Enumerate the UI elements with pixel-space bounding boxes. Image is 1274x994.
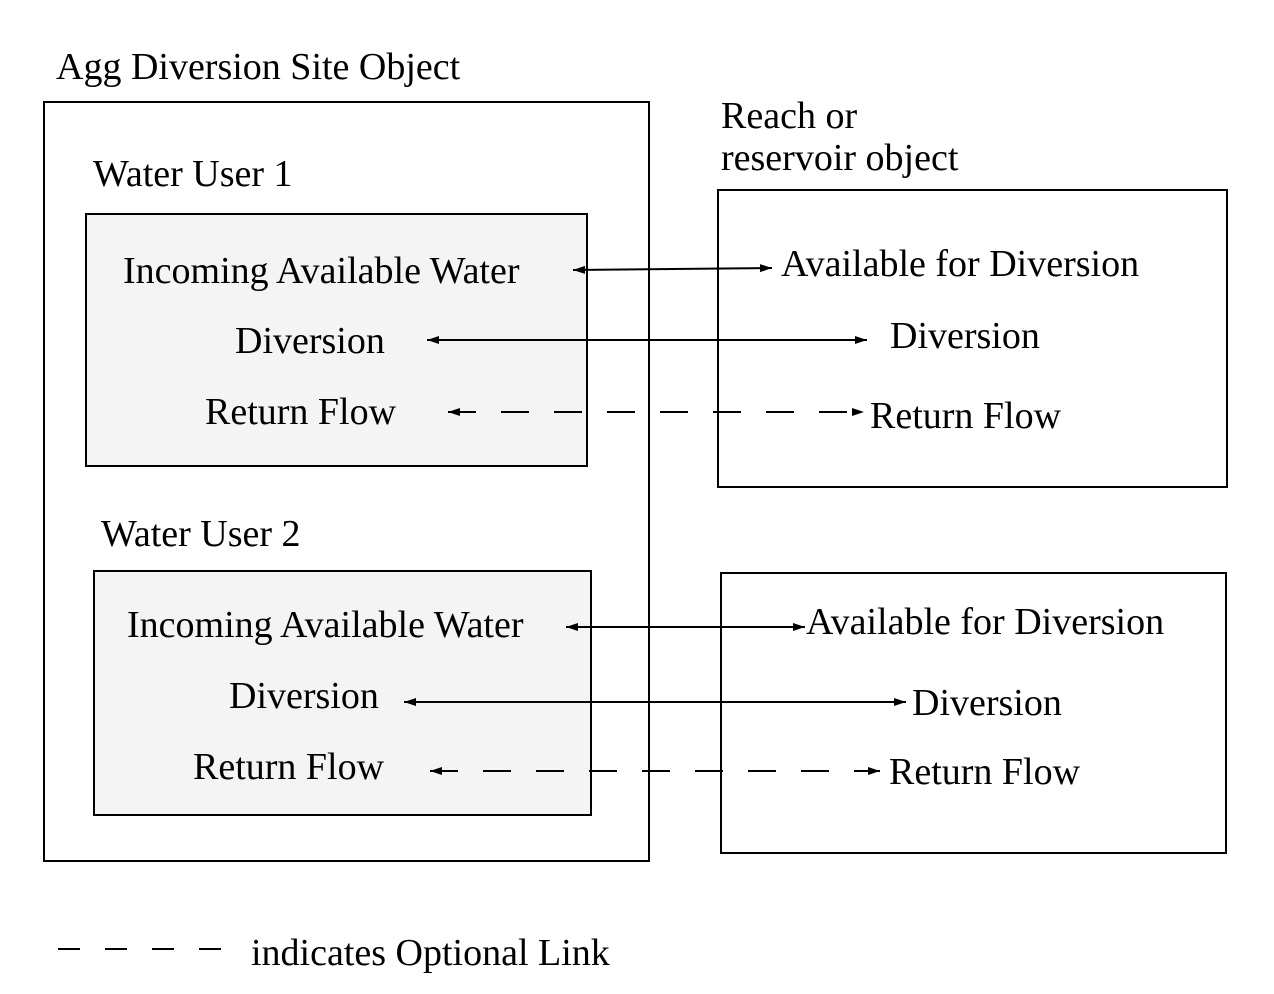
wu2-return-flow-slot: Return Flow: [193, 746, 385, 788]
reach2-return-flow-slot: Return Flow: [889, 751, 1081, 793]
wu1-incoming-slot: Incoming Available Water: [123, 250, 520, 292]
water-user-2-title: Water User 2: [101, 513, 301, 555]
reach-title-line2: reservoir object: [721, 137, 959, 179]
wu1-return-flow-slot: Return Flow: [205, 391, 397, 433]
reach-object-box-2: [720, 572, 1227, 854]
wu1-available-link: [572, 264, 773, 274]
wu2-incoming-slot: Incoming Available Water: [127, 604, 524, 646]
wu1-diversion-slot: Diversion: [235, 320, 385, 362]
wu2-diversion-slot: Diversion: [229, 675, 379, 717]
reach2-available-slot: Available for Diversion: [806, 601, 1165, 643]
reach1-available-slot: Available for Diversion: [781, 243, 1140, 285]
water-user-1-title: Water User 1: [93, 153, 293, 195]
reach-title-line1: Reach or: [721, 95, 858, 137]
legend-text: indicates Optional Link: [251, 932, 610, 974]
reach1-diversion-slot: Diversion: [890, 315, 1040, 357]
agg-object-title: Agg Diversion Site Object: [56, 46, 461, 88]
agg-diversion-site-box: [43, 101, 650, 862]
reach1-return-flow-slot: Return Flow: [870, 395, 1062, 437]
reach2-diversion-slot: Diversion: [912, 682, 1062, 724]
water-user-2-box: [93, 570, 592, 816]
